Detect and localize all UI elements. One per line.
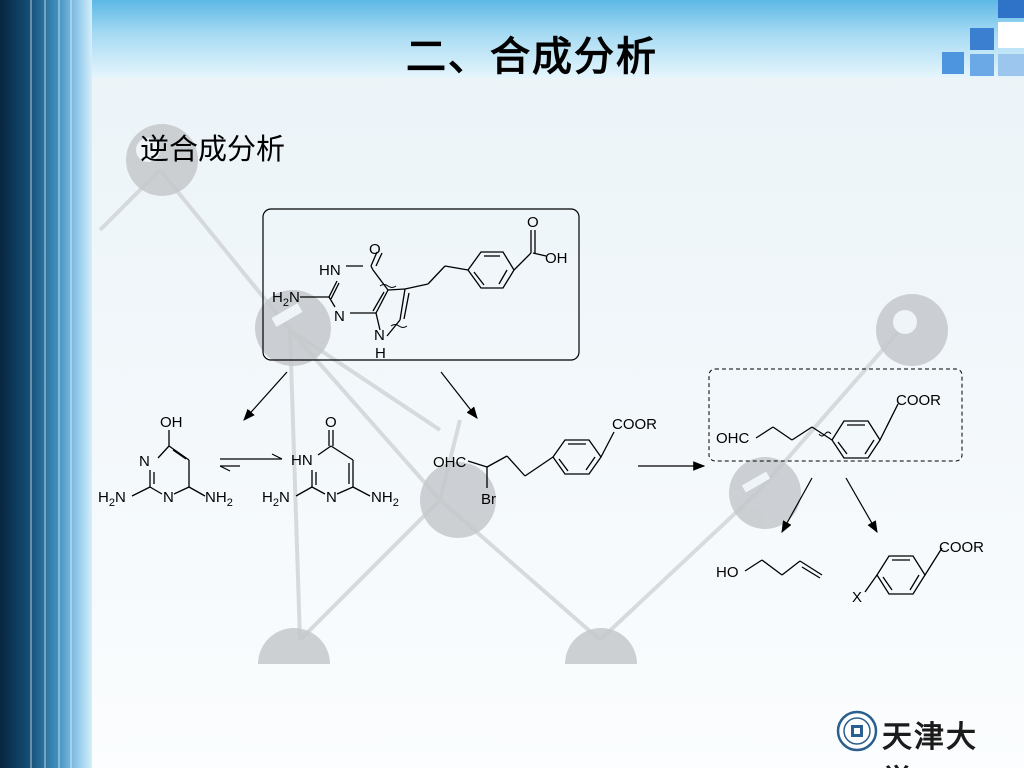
svg-text:OHC: OHC <box>433 454 467 471</box>
pyrimidinone <box>295 430 371 497</box>
svg-text:N: N <box>326 489 337 506</box>
svg-text:H2N: H2N <box>98 489 126 509</box>
svg-text:H2N: H2N <box>272 289 300 309</box>
svg-text:Br: Br <box>481 491 496 508</box>
svg-text:N: N <box>163 489 174 506</box>
target-box <box>262 208 580 361</box>
svg-text:COOR: COOR <box>612 416 657 433</box>
svg-text:COOR: COOR <box>896 392 941 409</box>
svg-text:HN: HN <box>291 452 313 469</box>
butenol <box>744 559 823 579</box>
arrow-to-pyrimidine <box>243 371 288 421</box>
arrow-to-bromoaldehyde <box>440 371 478 419</box>
svg-text:N: N <box>374 327 385 344</box>
pyrimidine-enol <box>131 430 206 497</box>
butenol-ho: HO <box>716 564 739 581</box>
svg-text:OH: OH <box>545 250 568 267</box>
university-seal-icon <box>836 710 878 752</box>
intermediate-box <box>708 368 963 462</box>
svg-text:X: X <box>852 589 862 606</box>
arrow-to-aryl-halide <box>845 477 878 534</box>
top-banner <box>0 0 1024 78</box>
university-name: 天津大学 <box>882 720 978 768</box>
svg-text:OHC: OHC <box>716 430 750 447</box>
arrow-to-butenol <box>781 477 813 534</box>
svg-text:H: H <box>375 345 386 362</box>
svg-text:O: O <box>325 414 337 431</box>
svg-text:NH2: NH2 <box>205 489 233 509</box>
page-title: 二、合成分析 <box>406 33 658 80</box>
target-molecule <box>300 230 547 337</box>
aldehyde-ester <box>755 403 899 459</box>
svg-text:N: N <box>139 453 150 470</box>
left-banner <box>0 0 92 768</box>
svg-text:H2N: H2N <box>262 489 290 509</box>
svg-text:HN: HN <box>319 262 341 279</box>
university-logo: 天津大学 <box>836 706 1006 768</box>
svg-text:N: N <box>334 308 345 325</box>
target-labels: O OH O HN H2N N N H <box>272 214 568 362</box>
svg-text:O: O <box>527 214 539 231</box>
svg-text:O: O <box>369 241 381 258</box>
section-subtitle: 逆合成分析 <box>140 132 286 166</box>
svg-text:COOR: COOR <box>939 539 984 556</box>
aryl-halide <box>864 547 943 595</box>
svg-text:NH2: NH2 <box>371 489 399 509</box>
bromoaldehyde <box>467 431 615 488</box>
svg-text:OH: OH <box>160 414 183 431</box>
equilibrium-arrows <box>219 453 283 472</box>
